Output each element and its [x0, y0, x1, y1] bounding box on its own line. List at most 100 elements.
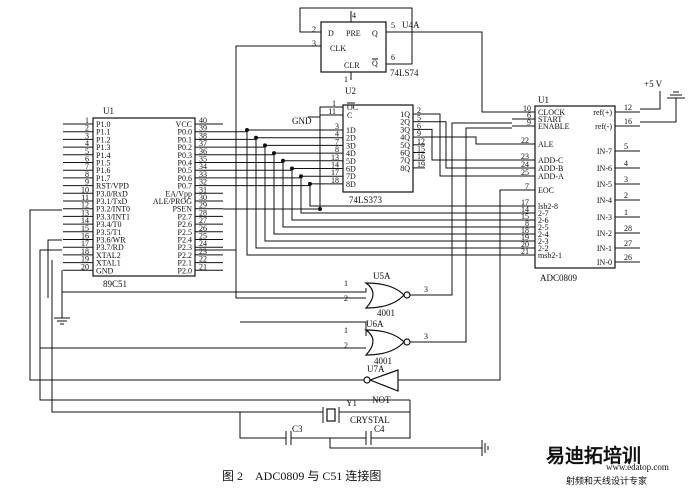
crystal-circuit: Y1 CRYSTAL C3 C4	[39, 260, 489, 456]
p0-to-adc-data-0	[246, 130, 512, 256]
adc-right-pin-name: IN-1	[597, 244, 612, 253]
latch-q-pin-number: 19	[417, 160, 425, 169]
mcu-left-pin-number: 1	[85, 116, 89, 125]
adc-left-pin-name: ADD-B	[538, 164, 563, 173]
mcu-left-pin-name: P1.0	[96, 120, 110, 129]
latch-d-pin-name: 3D	[346, 141, 356, 150]
latch-oc-gnd-wire	[308, 106, 343, 118]
latch-q-pin-name: 6Q	[400, 149, 410, 158]
mcu-right-pin-name: P2.6	[178, 220, 192, 229]
mcu-left-pin-name: P3.7/RD	[96, 243, 124, 252]
mcu-right-pin-name: P2.7	[178, 212, 192, 221]
u6a-part: 4001	[374, 356, 392, 366]
adc-ctrl-pin-name: CLOCK	[538, 108, 565, 117]
mcu-left-pin-number: 12	[81, 201, 89, 210]
mcu-left-pin-number: 18	[81, 247, 89, 256]
latch-q-pin-number: 12	[417, 137, 425, 146]
ff-clr-label: CLR	[344, 61, 360, 70]
nor-gate-u6a-bubble	[403, 338, 411, 346]
mcu-right-pin-number: 27	[199, 216, 207, 225]
mcu-right-pin-name: P0.4	[178, 159, 192, 168]
latch-gnd-label: GND	[292, 116, 312, 126]
flipflop-body	[320, 21, 387, 73]
adc-ctrl-pin-name: START	[538, 115, 562, 124]
adc-right-pin-name: IN-0	[597, 258, 612, 267]
mcu-right-pin-number: 29	[199, 201, 207, 210]
ff-part-label: 74LS74	[390, 68, 419, 78]
ff-clk-num: 3	[312, 39, 316, 48]
adc-left-pin-number: 7	[525, 182, 529, 191]
latch-ctrl-pin-name: C	[347, 111, 352, 120]
adc-left-pin-name: EOC	[538, 186, 554, 195]
mcu-right-pin-number: 31	[199, 185, 207, 194]
mcu-89c51: U1 89C51 P1.01P1.12P1.23P1.34P1.45P1.56P…	[63, 106, 223, 289]
mcu-left-pin-name: P1.7	[96, 174, 110, 183]
ff-pre-num: 4	[352, 11, 356, 20]
adc-right-pin-number: 26	[624, 253, 632, 262]
mcu-left-pin-number: 8	[85, 170, 89, 179]
mcu-right-pin-name: P2.0	[178, 266, 192, 275]
adc-left-pin-name: 2-5	[538, 223, 549, 232]
adc-left-pin-name: 2-7	[538, 209, 549, 218]
ale-junction	[318, 207, 322, 211]
mcu-left-pin-name: P1.6	[96, 166, 110, 175]
mcu-right-pin-number: 23	[199, 247, 207, 256]
mcu-right-pin-number: 24	[199, 239, 207, 248]
mcu-right-pin-name: P0.5	[178, 166, 192, 175]
mcu-part: 89C51	[103, 279, 127, 289]
adc-ref: U1	[538, 95, 549, 105]
mcu-right-pin-number: 28	[199, 208, 207, 217]
u6a-out: 3	[424, 332, 428, 341]
wr-to-nor1-wire	[235, 250, 366, 299]
adc-body	[534, 105, 616, 269]
latch-d-pin-number: 14	[331, 161, 339, 170]
mcu-left-pin-name: P3.0/RxD	[96, 189, 128, 198]
adc-right-pin-name: IN-2	[597, 229, 612, 238]
adc-left-pin-number: 17	[521, 198, 529, 207]
mcu-left-pin-name: P3.1/TxD	[96, 197, 128, 206]
latch-ctrl-pin-name: OC	[347, 103, 358, 112]
adc-left-pin-number: 20	[521, 240, 529, 249]
u7a-ref: U7A	[367, 364, 385, 374]
mcu-left-pin-number: 16	[81, 232, 89, 241]
mcu-left-pin-number: 5	[85, 147, 89, 156]
adc-ctrl-pin-number: 10	[523, 104, 531, 113]
adc-ctrl-pin-name: ENABLE	[538, 122, 570, 131]
mcu-left-pin-number: 13	[81, 208, 89, 217]
mcu-right-pin-number: 26	[199, 224, 207, 233]
crystal-body	[326, 408, 336, 422]
data-bus-wires	[223, 113, 512, 256]
mcu-left-pin-name: P3.6/WR	[96, 236, 126, 245]
latch-q-pin-number: 6	[417, 121, 421, 130]
ff-clk-wire	[235, 45, 321, 250]
u6a-ref: U6A	[366, 319, 384, 329]
not-to-int1-wire	[29, 209, 364, 381]
ale-to-latch-c-wire	[223, 114, 343, 210]
figure-caption: 图 2 ADC0809 与 C51 连接图	[222, 468, 381, 483]
adc-left-pin-name: msb2-1	[538, 251, 562, 260]
eoc-to-not-wire	[398, 189, 512, 381]
mcu-right-pin-number: 38	[199, 131, 207, 140]
latch-d-pin-number: 8	[335, 145, 339, 154]
adc-ctrl-pin-number: 6	[527, 111, 531, 120]
latch-d-pin-name: 2D	[346, 134, 356, 143]
latch-q-pin-name: 4Q	[400, 133, 410, 142]
mcu-right-pin-name: EA/Vpp	[165, 189, 192, 198]
adc-left-pin-number: 24	[521, 160, 529, 169]
nor-gate-u5a-body	[364, 282, 405, 309]
nor-gate-u6a-body	[364, 329, 405, 356]
mcu-left-pin-number: 11	[81, 193, 89, 202]
xtal1-wire	[39, 270, 410, 401]
mcu-left-pin-number: 9	[85, 178, 89, 187]
mcu-left-pin-number: 14	[81, 216, 89, 225]
mcu-right-pin-number: 36	[199, 147, 207, 156]
mcu-left-pin-number: 15	[81, 224, 89, 233]
watermark-url: www.edatop.com	[606, 462, 669, 472]
latch-d-pin-number: 13	[331, 153, 339, 162]
adc-right-pin-name: IN-7	[597, 147, 612, 156]
p0-to-adc-data-4	[282, 160, 512, 228]
ff-qn-feedback-wire	[299, 7, 413, 65]
mcu-left-pin-name: P3.3/INT1	[96, 212, 130, 221]
adc-left-pin-number: 14	[521, 205, 529, 214]
